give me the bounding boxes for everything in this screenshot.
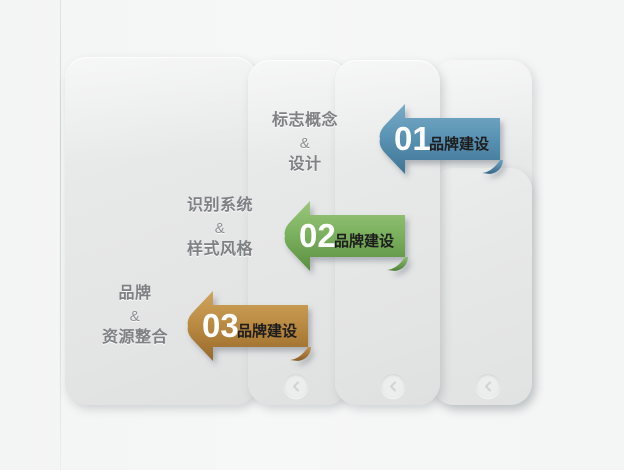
- caption-line-1: 标志概念: [271, 112, 338, 129]
- arrow-tail-01: [482, 160, 503, 174]
- caption-ampersand: &: [214, 219, 226, 237]
- nav-back-button-3[interactable]: [476, 374, 500, 398]
- arrow-step-02[interactable]: 02 品牌建设: [277, 193, 417, 279]
- nav-back-button-1[interactable]: [284, 374, 308, 398]
- arrow-label-02: 品牌建设: [334, 232, 394, 250]
- arrow-label-01: 品牌建设: [429, 135, 489, 153]
- arrow-number-02: 02: [299, 217, 336, 254]
- arrow-body-02: [284, 201, 405, 271]
- caption-line-2: 资源整合: [101, 329, 168, 347]
- caption-ampersand: &: [299, 134, 311, 152]
- chevron-left-icon: [292, 381, 299, 391]
- arrow-step-01[interactable]: 01 品牌建设: [372, 96, 512, 182]
- caption-ampersand: &: [129, 307, 141, 325]
- caption-logo-design: 标志概念 & 设计: [245, 110, 365, 177]
- caption-line-2: 样式风格: [186, 241, 253, 259]
- caption-line-1: 品牌: [118, 285, 152, 302]
- arrow-number-03: 03: [202, 307, 239, 344]
- caption-line-1: 识别系统: [186, 197, 253, 214]
- arrow-step-03[interactable]: 03 品牌建设: [180, 283, 320, 369]
- caption-line-2: 设计: [288, 156, 322, 174]
- caption-identity-style: 识别系统 & 样式风格: [150, 195, 290, 262]
- chevron-left-icon: [389, 381, 396, 391]
- arrow-body-01: [379, 104, 500, 174]
- arrow-body-03: [187, 291, 308, 361]
- caption-brand-resources: 品牌 & 资源整合: [60, 283, 210, 350]
- arrow-label-03: 品牌建设: [237, 322, 297, 340]
- chevron-left-icon: [484, 381, 491, 391]
- arrow-number-01: 01: [394, 120, 431, 157]
- nav-back-button-2[interactable]: [381, 374, 405, 398]
- arrow-tail-03: [290, 347, 311, 361]
- arrow-tail-02: [387, 257, 408, 271]
- card-4-lower[interactable]: [432, 168, 532, 405]
- vertical-guide-line: [60, 0, 61, 470]
